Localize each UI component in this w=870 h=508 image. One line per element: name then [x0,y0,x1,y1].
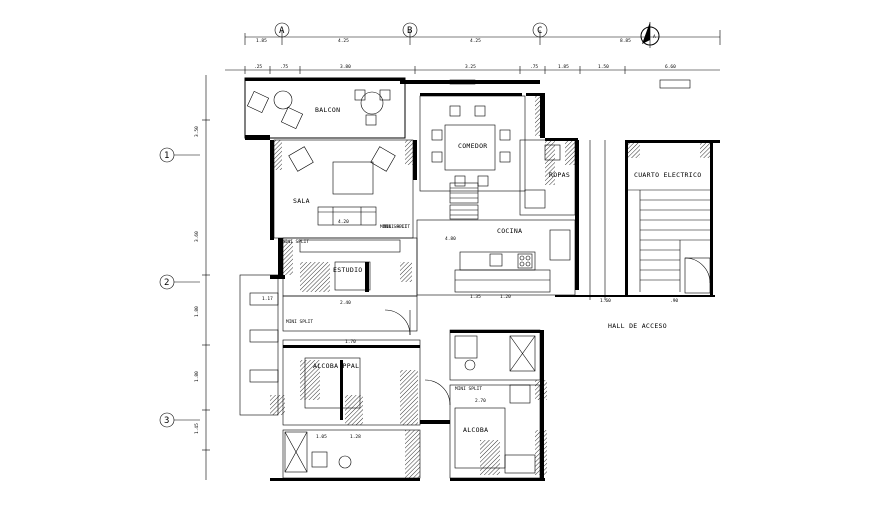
left-closets: 1.17 [239,274,285,416]
note-mini-split-5: MINI SPLIT [282,239,309,245]
dim-sec-1: .25 [254,64,262,70]
grid-col-c: C [537,26,542,36]
room-ropas: ROPAS [549,171,570,179]
room-cuarto-electrico: CUARTO ELECTRICO [634,171,701,179]
dim-inner-10: 1.60 [600,298,611,304]
room-hall: HALL DE ACCESO [608,322,667,330]
dim-sec-3: 3.80 [340,64,351,70]
dim-left-5: 1.45 [194,423,200,434]
alcoba-ppal-area: ALCOBA PPAL 1.70 [282,339,421,426]
note-mini-split-1: MINI SPLIT [383,224,410,230]
ropas-area: ROPAS [519,139,576,216]
room-alcoba: ALCOBA [463,426,488,434]
grid-col-b: B [407,26,412,36]
note-mini-split-4: MINI SPLIT [455,386,482,392]
dim-inner-3: 2.40 [340,300,351,306]
north-label: A [653,34,656,40]
outer-walls [270,80,579,481]
grid-row-2: 2 [164,278,169,288]
dim-inner-5: 1.28 [350,434,361,440]
room-cocina: COCINA [497,227,522,235]
dim-top-2: 4.25 [338,38,349,44]
cuarto-electrico-area: CUARTO ELECTRICO [449,79,720,300]
grid-row-3: 3 [164,416,169,426]
room-balcon: BALCON [315,106,340,114]
dim-inner-4: 1.70 [345,339,356,345]
dim-left-4: 1.80 [194,371,200,382]
grid-col-a: A [279,26,285,36]
alcoba-area: ALCOBA MINI SPLIT 2.70 [420,329,541,479]
dim-top-4: 8.85 [620,38,631,44]
comedor-area: COMEDOR [419,95,526,220]
dim-sec-4: 3.25 [465,64,476,70]
dim-inner-7: 2.70 [475,398,486,404]
room-sala: SALA [293,197,310,205]
dim-sec-7: 1.50 [598,64,609,70]
dim-sec-6: 1.85 [558,64,569,70]
dim-sec-5: .75 [530,64,538,70]
dim-inner-2: 4.80 [445,236,456,242]
note-mini-split-2: MINI SPLIT [380,224,407,230]
dim-inner-9: 1.20 [500,294,511,300]
dim-left-1: 3.50 [194,126,200,137]
dim-left-3: 1.80 [194,306,200,317]
sala-area: SALA 4.20 MINI SPLIT [273,139,414,239]
dim-left-2: 3.60 [194,231,200,242]
dim-inner-1: 4.20 [338,219,349,225]
cocina-area: COCINA 4.80 [416,219,576,296]
dim-sec-2: .75 [280,64,288,70]
dim-top-1: 1.85 [256,38,267,44]
note-mini-split-3: MINI SPLIT [286,319,313,325]
balcon-area: BALCON [244,77,406,140]
room-alcoba-ppal: ALCOBA PPAL [313,362,359,370]
dim-inner-8: 1.35 [470,294,481,300]
dim-inner-11: .90 [670,298,678,304]
grid-axis-rows: 1 2 3 3.50 3.60 1.80 1.80 1.45 [159,75,210,480]
room-estudio: ESTUDIO [333,266,363,274]
master-bath-area: 1.28 1.05 [282,429,421,479]
dimension-row-secondary: .25 .75 3.80 3.25 .75 1.85 1.50 6.60 [225,64,720,74]
dim-sec-8: 6.60 [665,64,676,70]
dim-inner-12: 1.17 [262,296,273,302]
dim-top-3: 4.25 [470,38,481,44]
north-arrow-icon: A [640,22,660,48]
dim-inner-6: 1.05 [316,434,327,440]
estudio-area: ESTUDIO MINI SPLIT 2.40 MINI SPLIT [282,224,418,336]
room-comedor: COMEDOR [458,142,488,150]
grid-row-1: 1 [164,151,169,161]
